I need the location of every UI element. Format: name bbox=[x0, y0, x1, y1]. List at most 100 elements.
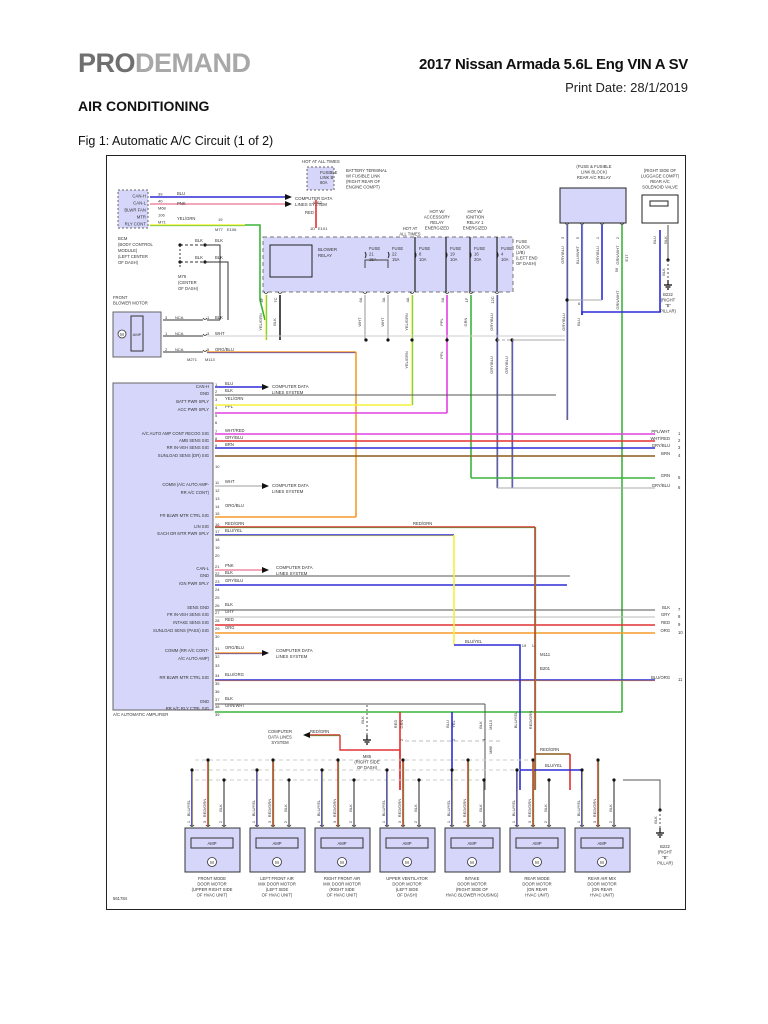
fuse-icon bbox=[364, 251, 367, 259]
wire-label: RED bbox=[305, 210, 314, 215]
amplifier-pin: 32 bbox=[215, 654, 220, 659]
amplifier-pin: 36 bbox=[215, 689, 220, 694]
door-motor-title: HVAC BLOWER HOUSING) bbox=[446, 893, 499, 898]
door-motor-amp bbox=[515, 837, 559, 849]
fuse-label: 10A bbox=[450, 257, 458, 262]
wire-label: GRY/BLU bbox=[489, 356, 494, 374]
motor-icon bbox=[117, 329, 127, 339]
connector-icon bbox=[202, 349, 208, 352]
connector-icon bbox=[205, 824, 211, 827]
amplifier-pin: 37 bbox=[215, 697, 220, 702]
hot-label: ACCESSORY bbox=[424, 215, 450, 220]
fuse-block-label: (J/B) bbox=[516, 250, 525, 255]
amplifier-pin: 35 bbox=[215, 681, 220, 686]
connector-icon bbox=[400, 824, 406, 827]
splice-dot bbox=[612, 778, 616, 782]
amplifier-pin-label: GND bbox=[200, 573, 209, 578]
door-motor-title: HVAC UNIT) bbox=[590, 893, 614, 898]
connector-icon bbox=[444, 291, 450, 294]
connector-icon bbox=[351, 824, 357, 827]
offpage-wire-label: ORG bbox=[660, 628, 670, 633]
wire-label: BLK bbox=[215, 315, 223, 320]
door-motor-title: REAR AIR MIX bbox=[588, 876, 616, 881]
connector-icon bbox=[319, 824, 325, 827]
door-motor-pin: 3 bbox=[332, 820, 337, 823]
fuse-label: 4 bbox=[501, 252, 504, 257]
blower-title: FRONT bbox=[113, 295, 128, 300]
connector-icon bbox=[263, 291, 269, 294]
door-motor-title: (LEFT SIDE bbox=[396, 887, 419, 892]
connector-icon bbox=[189, 824, 195, 827]
amplifier-pin-label: GND bbox=[200, 699, 209, 704]
solenoid-title: LUGGAGE COMPT) bbox=[641, 174, 680, 179]
amplifier-pin: 3 bbox=[215, 397, 218, 402]
door-motor-title: (ON REAR bbox=[527, 887, 547, 892]
wire-label: BLK bbox=[272, 318, 277, 326]
logo-pro: PRO bbox=[78, 48, 136, 78]
wire-label: BLK bbox=[283, 804, 288, 812]
connector-id: E2 bbox=[317, 200, 323, 205]
door-motor-title: DOOR MOTOR bbox=[392, 882, 421, 887]
amplifier-pin: 6 bbox=[215, 420, 218, 425]
fuse-block-label: OF DASH) bbox=[516, 261, 537, 266]
fuse-pin: 6A bbox=[358, 297, 363, 302]
door-motor-pin: 3 bbox=[267, 820, 272, 823]
wire-label: PPL bbox=[439, 350, 444, 358]
nca-label: NCA bbox=[175, 331, 184, 336]
wire-label: BLK bbox=[218, 804, 223, 812]
door-motor-pin: 2 bbox=[413, 820, 418, 823]
splice-dot bbox=[531, 758, 535, 762]
connector-icon bbox=[579, 222, 585, 225]
section-title: AIR CONDITIONING bbox=[78, 98, 210, 114]
solenoid-title: REAR A/C bbox=[650, 179, 670, 184]
connector-icon bbox=[611, 824, 617, 827]
wire-label: BLU/YEL bbox=[186, 799, 191, 816]
offpage-number: 5 bbox=[678, 475, 681, 480]
wire-label: BLU/YEL bbox=[316, 799, 321, 816]
amplifier-pin-label: INTAKE SENS SIG bbox=[173, 620, 209, 625]
ground-label: OF DASH) bbox=[357, 765, 378, 770]
connector-icon bbox=[362, 291, 368, 294]
arrow-icon bbox=[303, 732, 310, 738]
amp-label: AMP bbox=[207, 841, 216, 846]
door-motor-title: OF DASH) bbox=[397, 893, 418, 898]
ground-label: (RIGHT bbox=[661, 298, 676, 303]
wire bbox=[205, 244, 221, 320]
splice-dot bbox=[401, 758, 405, 762]
amplifier-pin: 8 bbox=[215, 436, 218, 441]
wire-label: BLU/YEL bbox=[381, 799, 386, 816]
wire-label: BLU bbox=[652, 236, 657, 244]
arrow-icon bbox=[285, 194, 292, 200]
door-motor-amp bbox=[320, 837, 364, 849]
nca-label: NCA bbox=[175, 315, 184, 320]
connector-pin: 2 bbox=[399, 738, 404, 741]
vehicle-title: 2017 Nissan Armada 5.6L Eng VIN A SV bbox=[418, 56, 688, 73]
amplifier-pin: 21 bbox=[215, 564, 220, 569]
motor-icon bbox=[467, 857, 477, 867]
door-motor-pin: 2 bbox=[283, 820, 288, 823]
amplifier-pin: 25 bbox=[215, 595, 220, 600]
rear-ac-relay bbox=[559, 187, 627, 224]
amplifier-pin: 15 bbox=[215, 511, 220, 516]
wire-label: BLU/YEL bbox=[251, 799, 256, 816]
amplifier-pin-label: COMM (A/C AUTO AMP- bbox=[162, 482, 209, 487]
bcm-pin-label: BLWR FAN bbox=[124, 208, 146, 213]
wire-label: GRN/WHT bbox=[225, 703, 245, 708]
fuse-label: FUSE bbox=[419, 246, 430, 251]
lines-system-label: LINES SYSTEM bbox=[295, 202, 327, 207]
wire-label: BLK bbox=[215, 238, 223, 243]
fuse-label: FUSE bbox=[501, 246, 512, 251]
cds-label: COMPUTER DATA bbox=[272, 384, 309, 389]
door-motor-pin: 3 bbox=[397, 820, 402, 823]
connector-icon bbox=[481, 824, 487, 827]
relay-pin: 2 bbox=[615, 236, 620, 239]
bcm-pin-label: MTR bbox=[137, 215, 146, 220]
offpage-wire-label: GRY bbox=[661, 612, 670, 617]
hot-label: HOT W/ bbox=[467, 209, 483, 214]
offpage-wire-label: BLK bbox=[662, 605, 670, 610]
wire-label: RED/GRN bbox=[397, 799, 402, 818]
offpage-wire-label: BRN bbox=[661, 451, 670, 456]
amplifier-pin: 40 bbox=[215, 0, 220, 1]
amplifier-pin-label: FR IN-VEH SENS SIG bbox=[167, 612, 209, 617]
